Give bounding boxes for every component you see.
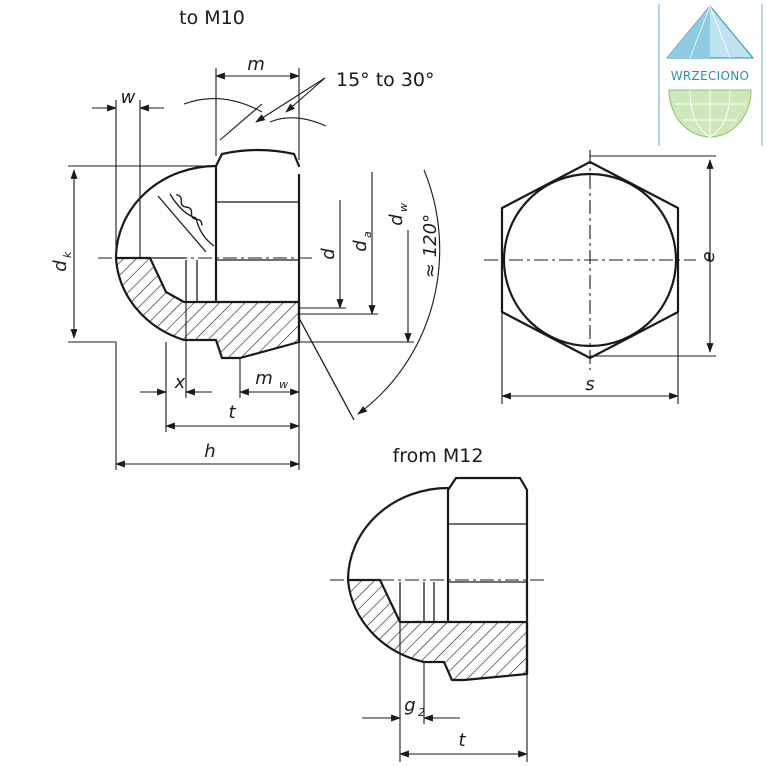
section-hatch-lower: [114, 256, 301, 360]
hex-top-edge: [220, 148, 296, 156]
top-dimensions: m 15° to 30° w d k d d a: [50, 54, 441, 470]
dim-s-label: s: [585, 374, 594, 395]
angle-label: 15° to 30°: [336, 69, 435, 91]
dim-mw-subscript: w: [279, 378, 288, 391]
section-hatch-lower-m12: [346, 578, 529, 682]
dim-g2-subscript: 2: [418, 706, 425, 719]
hex-end-view: e s: [484, 150, 719, 404]
dim-dk-label: d: [50, 260, 71, 272]
dome-outline-upper: [114, 164, 218, 260]
dim-dw-subscript: w: [397, 203, 410, 212]
dim-120-label: ≈ 120°: [420, 214, 441, 278]
dim-d-label: d: [318, 248, 339, 260]
dim-da-subscript: a: [361, 231, 374, 238]
dim-t-top-label: t: [228, 402, 236, 423]
dim-h-label: h: [204, 441, 215, 462]
dim-x-label: x: [174, 372, 186, 393]
thread-end-sketch: [157, 195, 207, 253]
logo-triangle-icon: [665, 5, 755, 59]
logo-globe-icon: [668, 89, 752, 138]
dim-dw-label: d: [386, 214, 407, 226]
dim-g2-label: g: [404, 695, 415, 716]
top-section-view: [98, 148, 355, 421]
bottom-section-view: [330, 476, 546, 682]
hex-outline-m12: [446, 476, 529, 676]
dim-t-bottom-label: t: [458, 730, 466, 751]
dim-w-label: w: [121, 87, 136, 108]
title-from-m12: from M12: [393, 445, 484, 467]
logo-text: WRZECIONO: [671, 69, 750, 83]
dim-e-label: e: [698, 251, 719, 262]
title-to-m10: to M10: [179, 7, 245, 29]
bottom-dimensions: g 2 t: [362, 622, 528, 762]
dim-mw-label: m: [255, 368, 273, 389]
dim-da-label: d: [350, 240, 371, 252]
wrzeciono-logo: WRZECIONO: [658, 4, 763, 146]
dim-m-label: m: [247, 54, 265, 75]
dome-outline-upper-m12: [346, 486, 450, 582]
dim-dk-subscript: k: [61, 251, 74, 258]
